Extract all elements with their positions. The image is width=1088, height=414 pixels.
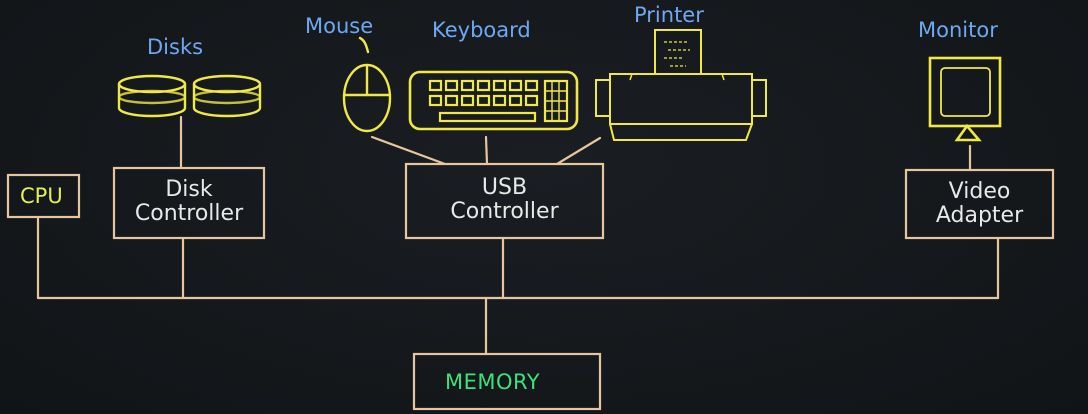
mouse-label: Mouse (305, 14, 374, 38)
keyboard-label: Keyboard (432, 18, 531, 42)
printer-icon (595, 29, 767, 141)
monitor-icon (928, 56, 1002, 142)
video-adapter-label: Video Adapter (906, 180, 1053, 228)
printer-wire (555, 136, 602, 166)
video-adapter-box (904, 168, 1055, 240)
cpu-box (6, 173, 81, 219)
cpu-label: CPU (20, 184, 63, 208)
disk-icon (117, 74, 262, 118)
disk-controller-line2: Controller (134, 201, 244, 226)
disk-controller-label: Disk Controller (114, 178, 264, 226)
usb-controller-box (404, 162, 605, 240)
keyboard-icon (408, 70, 579, 131)
video-adapter-line2: Adapter (935, 203, 1024, 228)
mouse-icon (342, 36, 392, 133)
system-bus (36, 115, 1000, 356)
printer-label: Printer (634, 3, 704, 27)
mouse-wire (370, 135, 447, 166)
memory-label: MEMORY (445, 370, 541, 394)
usb-controller-line1: USB (481, 175, 528, 200)
component-boxes (6, 162, 1055, 411)
disk-controller-box (112, 166, 266, 240)
usb-controller-label: USB Controller (406, 176, 603, 224)
disks-label: Disks (147, 35, 204, 59)
memory-box (412, 352, 602, 411)
usb-controller-line2: Controller (450, 199, 559, 224)
monitor-label: Monitor (918, 18, 998, 42)
keyboard-wire (484, 135, 489, 166)
disk-controller-line1: Disk (165, 177, 213, 202)
video-adapter-line1: Video (948, 179, 1011, 204)
